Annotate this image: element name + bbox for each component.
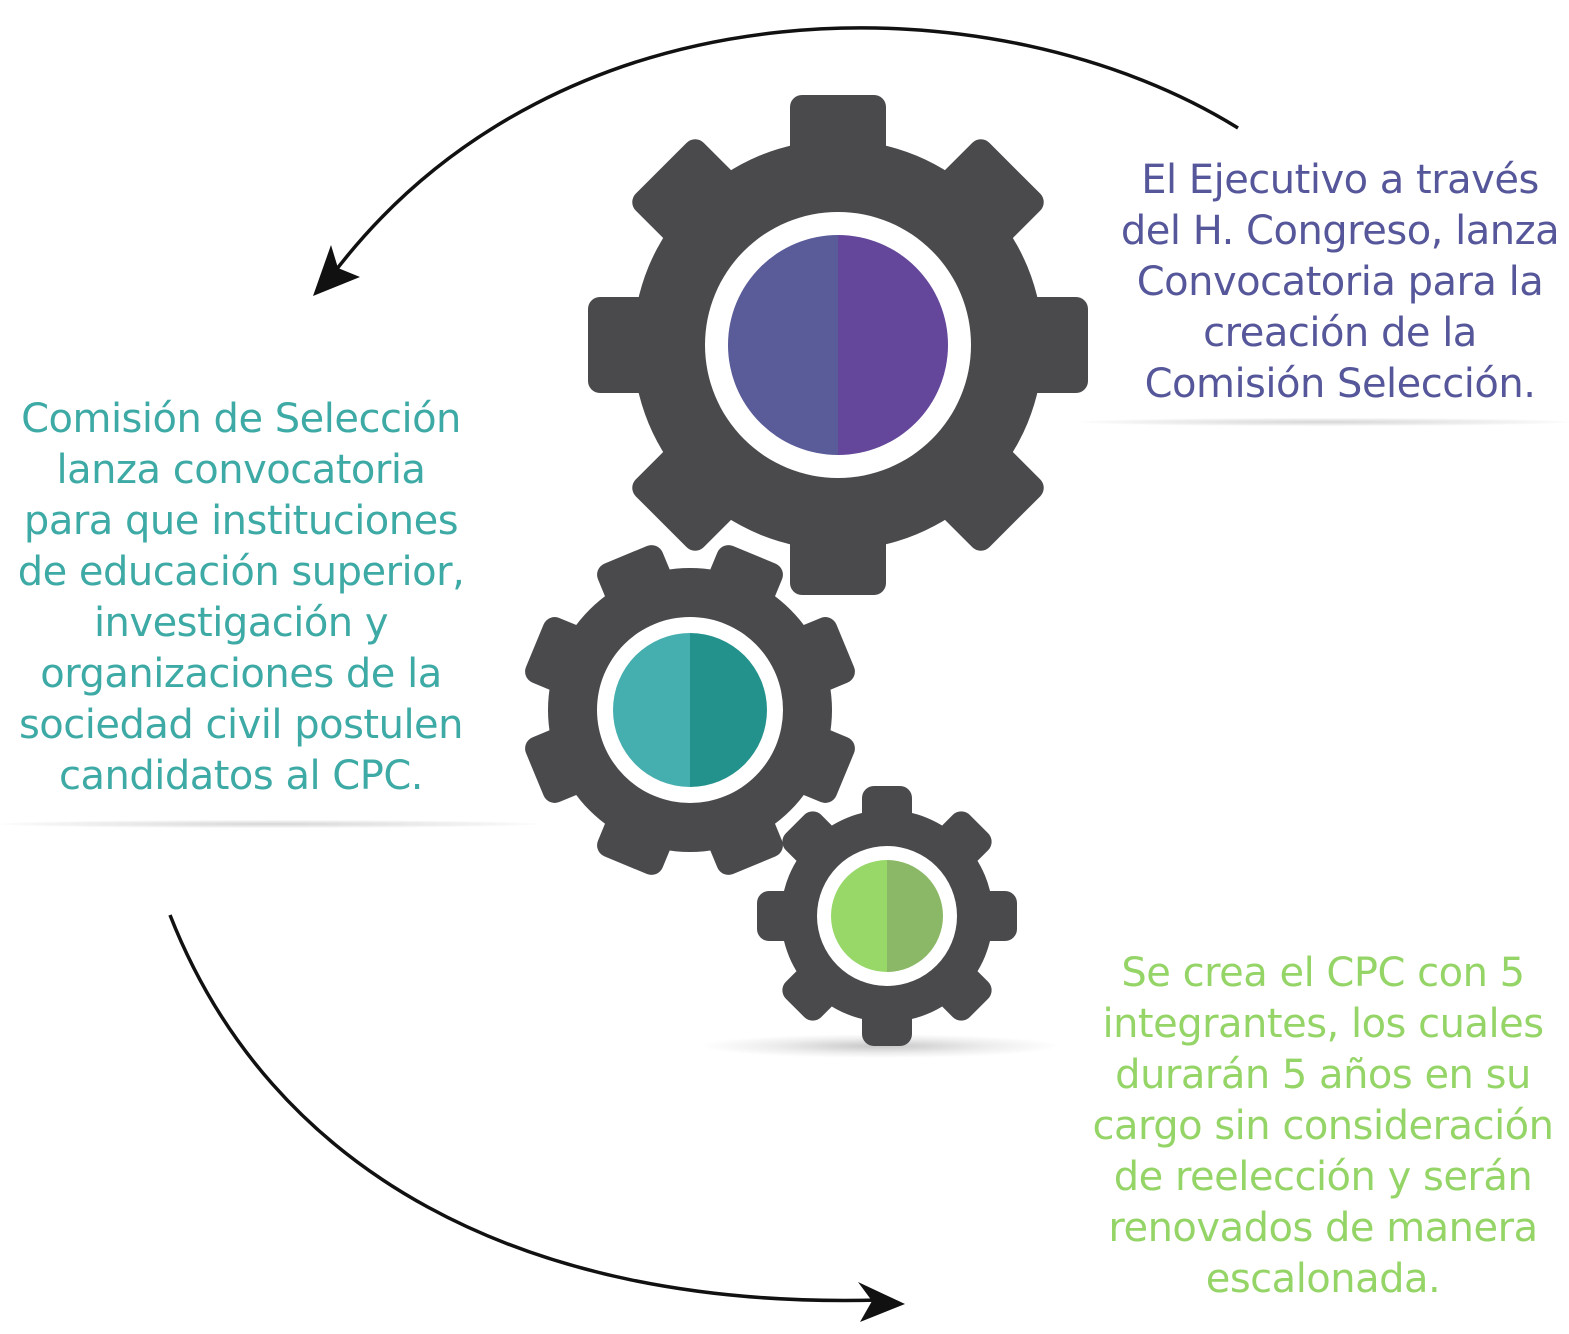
arrow-icon [313,245,360,296]
text-divider [0,820,540,828]
gear-tooth [525,727,589,803]
gear-tooth [707,811,783,875]
gear-tooth [791,617,855,693]
gear-tooth [588,297,655,393]
gear-tooth [791,727,855,803]
gear-tooth [525,617,589,693]
gear-tooth [938,139,1044,245]
gear-medium [525,545,855,875]
gear-tooth [632,445,738,551]
gear-tooth [782,962,841,1021]
gear-tooth [597,811,673,875]
gear-tooth [1021,297,1088,393]
gear-tooth [862,1000,912,1046]
gear-tooth [632,139,738,245]
step-text-cpc: Se crea el CPC con 5 integrantes, los cu… [1092,950,1555,1302]
gear-tooth [938,445,1044,551]
gear-tooth [933,811,992,870]
gear-large [588,95,1088,595]
gear-tooth [971,891,1017,941]
gear-small [757,786,1017,1046]
gear-tooth [782,811,841,870]
step-text-comision: Comisión de Selección lanza convocatoria… [17,396,465,799]
top-arc-arrow [313,26,1239,296]
bottom-arc-arrow [168,914,905,1322]
text-divider [1080,418,1569,426]
gear-tooth [790,95,886,162]
gear-tooth [862,786,912,832]
gear-tooth [757,891,803,941]
gear-tooth [933,962,992,1021]
gear-tooth [707,545,783,609]
gear-tooth [790,528,886,595]
step-text-ejecutivo: El Ejecutivo a través del H. Congreso, l… [1120,157,1560,407]
gear-tooth [597,545,673,609]
arrow-icon [858,1282,905,1322]
